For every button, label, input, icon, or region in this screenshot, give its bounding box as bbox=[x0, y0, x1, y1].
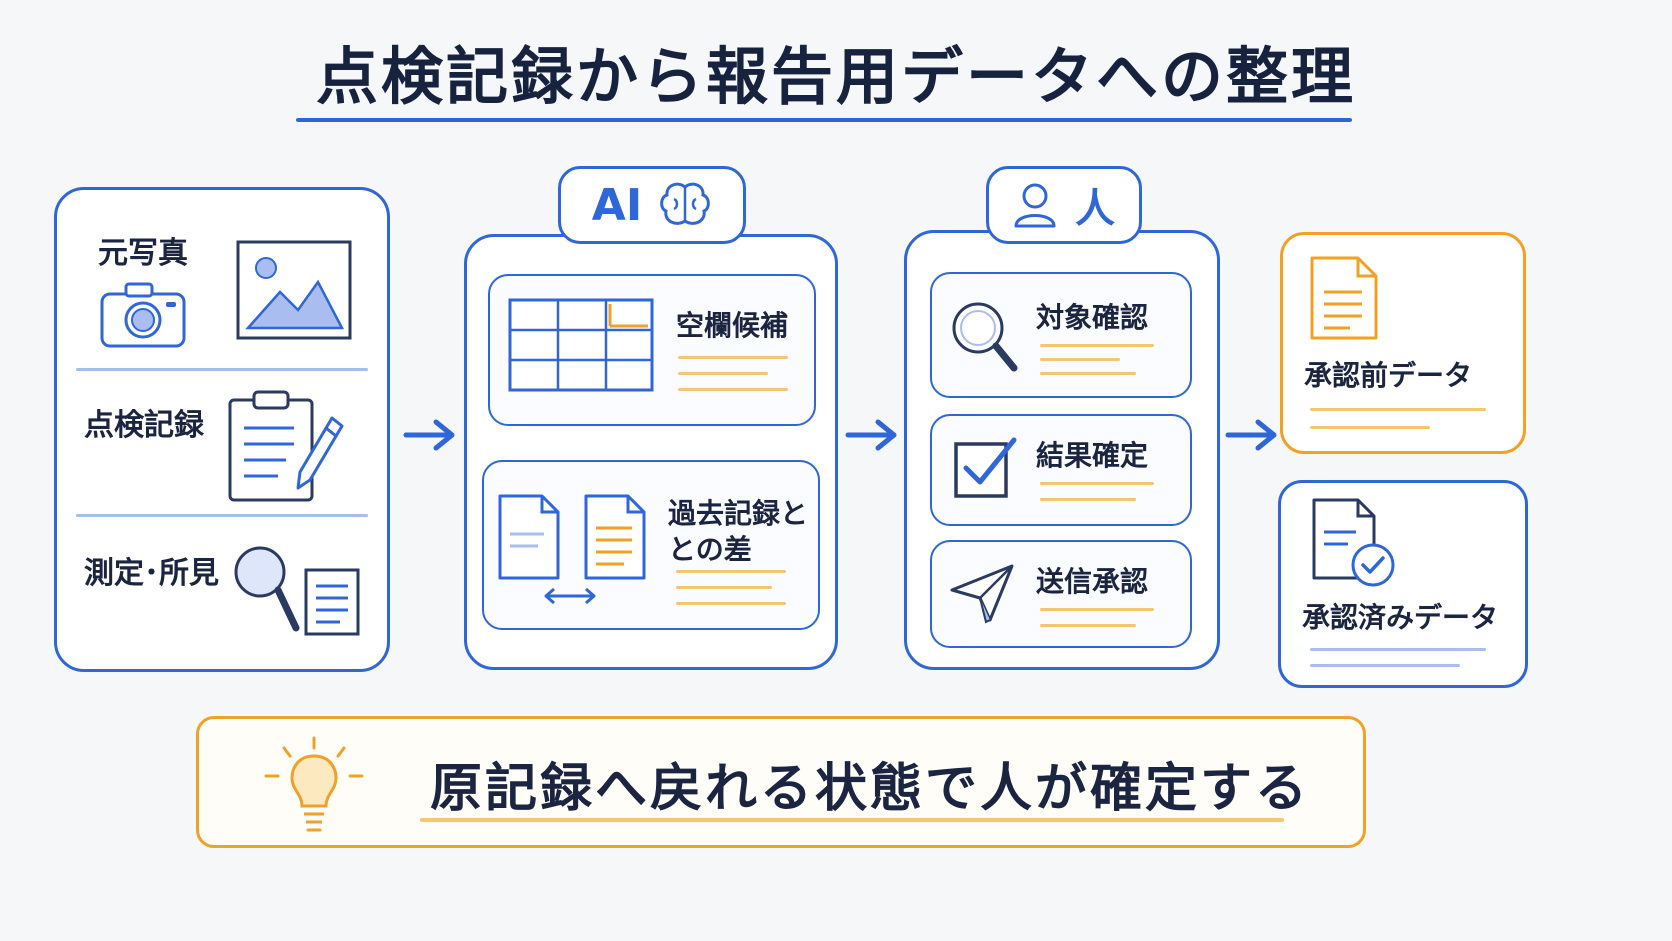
image-icon bbox=[236, 240, 352, 340]
title-underline bbox=[296, 118, 1352, 122]
checkbox-icon bbox=[954, 437, 1017, 498]
placeholder-line bbox=[1040, 482, 1154, 485]
confirm-result-label: 結果確定 bbox=[1036, 439, 1149, 472]
camera-icon bbox=[100, 282, 186, 348]
approved-check-icon bbox=[1351, 543, 1395, 587]
human-badge-label: 人 bbox=[1075, 186, 1115, 232]
placeholder-line bbox=[1040, 498, 1136, 501]
arrow-right-icon bbox=[403, 419, 455, 451]
divider-1 bbox=[76, 368, 368, 371]
send-approval-label: 送信承認 bbox=[1036, 565, 1149, 598]
placeholder-line bbox=[1310, 408, 1486, 411]
magnifier-icon bbox=[952, 302, 1018, 372]
table-icon bbox=[508, 298, 654, 392]
placeholder-line bbox=[676, 602, 786, 605]
placeholder-line bbox=[676, 570, 786, 573]
document-icon bbox=[1310, 256, 1378, 340]
pen-icon bbox=[296, 416, 344, 490]
paper-plane-icon bbox=[950, 564, 1014, 624]
approved-label: 承認済みデータ bbox=[1302, 601, 1499, 634]
magnifier-icon bbox=[234, 546, 300, 632]
brain-icon bbox=[660, 182, 711, 225]
double-arrow-icon bbox=[544, 587, 596, 605]
measure-label: 測定･所見 bbox=[84, 556, 219, 591]
diff-label-line2: との差 bbox=[668, 533, 752, 566]
placeholder-line bbox=[1040, 624, 1136, 627]
placeholder-line bbox=[1040, 608, 1154, 611]
pre-approval-label: 承認前データ bbox=[1304, 359, 1473, 392]
lightbulb-icon bbox=[264, 736, 364, 832]
placeholder-line bbox=[1310, 664, 1460, 667]
placeholder-line bbox=[1310, 648, 1486, 651]
person-icon bbox=[1014, 183, 1056, 228]
placeholder-line bbox=[1040, 358, 1120, 361]
arrow-right-icon bbox=[1225, 419, 1277, 451]
placeholder-line bbox=[1310, 426, 1430, 429]
document-icon bbox=[584, 494, 646, 580]
ai-badge-label: AI bbox=[591, 179, 643, 231]
page-title: 点検記録から報告用データへの整理 bbox=[315, 40, 1356, 113]
record-label: 点検記録 bbox=[84, 408, 204, 443]
footer-underline bbox=[420, 818, 1284, 822]
blank-candidate-label: 空欄候補 bbox=[676, 309, 789, 342]
placeholder-line bbox=[678, 356, 788, 359]
document-icon bbox=[304, 568, 360, 636]
footer-message: 原記録へ戻れる状態で人が確定する bbox=[430, 759, 1311, 819]
placeholder-line bbox=[678, 372, 768, 375]
placeholder-line bbox=[1040, 372, 1136, 375]
placeholder-line bbox=[1040, 344, 1154, 347]
placeholder-line bbox=[678, 388, 788, 391]
diff-label-line1: 過去記録と bbox=[668, 497, 809, 530]
photo-label: 元写真 bbox=[98, 236, 188, 271]
arrow-right-icon bbox=[845, 419, 897, 451]
clipboard-icon bbox=[228, 390, 314, 502]
document-icon bbox=[498, 494, 560, 580]
confirm-target-label: 対象確認 bbox=[1036, 301, 1149, 334]
human-badge: 人 bbox=[986, 166, 1142, 244]
footer-box bbox=[196, 716, 1366, 848]
placeholder-line bbox=[676, 586, 772, 589]
ai-badge: AI bbox=[558, 166, 746, 244]
divider-2 bbox=[76, 514, 368, 517]
